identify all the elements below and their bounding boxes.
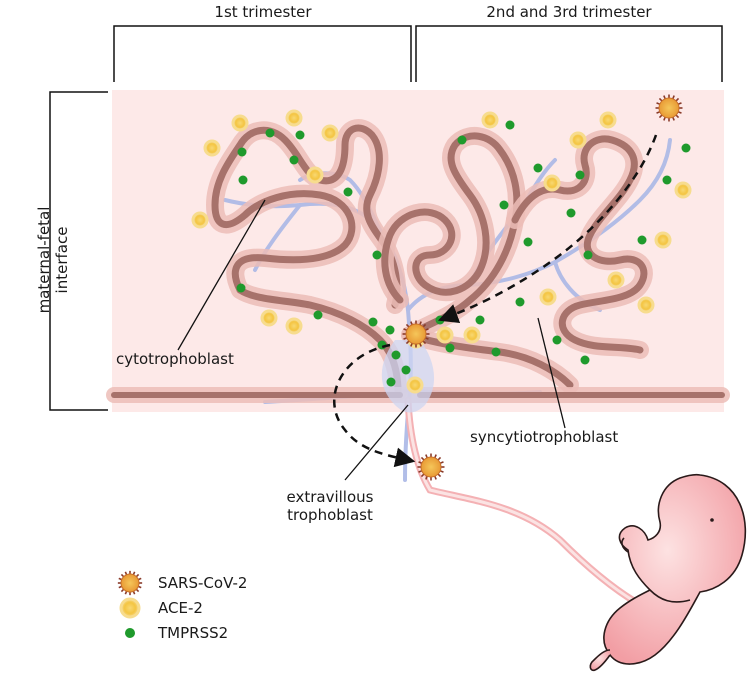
- fetus-illustration: [589, 473, 747, 672]
- tmprss2-marker: [343, 187, 353, 197]
- tmprss2-marker: [583, 250, 593, 260]
- trimester-brackets: [113, 25, 723, 82]
- path-to-fetus-arrow: [333, 343, 416, 468]
- tmprss2-marker: [238, 175, 248, 185]
- ace-2-receptor: [539, 288, 557, 306]
- tmprss2-marker: [491, 347, 501, 357]
- tmprss2-marker: [435, 315, 445, 325]
- sars-cov-2-particle: [402, 320, 430, 348]
- ace-2-receptor: [674, 181, 692, 199]
- tmprss2-marker: [391, 350, 401, 360]
- tmprss2-marker: [515, 297, 525, 307]
- tmprss2-marker: [566, 208, 576, 218]
- cytotrophoblast-label: cytotrophoblast: [116, 350, 234, 368]
- sars-cov-2-legend-virus: [117, 570, 143, 596]
- ace-2-receptor: [191, 211, 209, 229]
- ace-2-receptor: [543, 174, 561, 192]
- ace-2-receptor: [203, 139, 221, 157]
- tmprss2-marker: [475, 315, 485, 325]
- tmprss2-marker: [523, 237, 533, 247]
- tmprss2-marker: [265, 128, 275, 138]
- ace-2-receptor: [607, 271, 625, 289]
- legend-sars-cov-2-text: SARS-CoV-2: [158, 574, 248, 592]
- tmprss2-marker: [313, 310, 323, 320]
- infection-paths: [333, 134, 658, 468]
- tmprss2-marker: [580, 355, 590, 365]
- tmprss2-marker: [637, 235, 647, 245]
- legend-tmprss2: TMPRSS2: [150, 621, 228, 645]
- tmprss2-marker: [681, 143, 691, 153]
- extravillous-pointer: [344, 404, 409, 481]
- tmprss2-marker: [385, 325, 395, 335]
- tmprss2-marker: [575, 170, 585, 180]
- ace-2-receptor: [569, 131, 587, 149]
- ace-2-receptor: [285, 109, 303, 127]
- tmprss2-marker: [445, 343, 455, 353]
- cytotrophoblast-pointer: [177, 199, 266, 351]
- sars-cov-2-legend-icon: [117, 570, 143, 596]
- tmprss2-marker: [386, 377, 396, 387]
- tmprss2-marker: [505, 120, 515, 130]
- first-trimester-bracket: [113, 25, 412, 82]
- sars-cov-2-particle: [655, 94, 683, 122]
- ace-2-receptor: [406, 376, 424, 394]
- tmprss2-legend-icon: [125, 628, 135, 638]
- tmprss2-marker: [662, 175, 672, 185]
- villus-right: [511, 135, 648, 354]
- ace-2-receptor: [285, 317, 303, 335]
- path-to-villus-arrow: [437, 134, 658, 324]
- ace-2-receptors: [191, 109, 692, 394]
- legend-ace-2: ACE-2: [150, 596, 203, 620]
- syncytiotrophoblast-label: syncytiotrophoblast: [470, 428, 619, 446]
- extravillous-trophoblast-label: extravillous trophoblast: [265, 488, 395, 524]
- tmprss2-markers: [236, 120, 691, 387]
- villus-left: [211, 124, 401, 309]
- label-pointers: [177, 199, 566, 481]
- extravillous-line2: trophoblast: [287, 506, 373, 524]
- legend-tmprss2-text: TMPRSS2: [158, 624, 229, 642]
- ace-2-legend-icon: [119, 597, 141, 619]
- later-trimester-bracket: [415, 25, 723, 82]
- ace-2-receptor: [231, 114, 249, 132]
- tmprss2-marker: [499, 200, 509, 210]
- legend-ace-2-text: ACE-2: [158, 599, 203, 617]
- umbilical-cord: [404, 396, 654, 614]
- syncytiotrophoblast-pointer: [537, 317, 566, 429]
- sars-cov-2-particles: [402, 94, 683, 481]
- ace-2-receptor: [599, 111, 617, 129]
- tmprss2-marker: [237, 147, 247, 157]
- tmprss2-marker: [368, 317, 378, 327]
- ace-2-receptor: [463, 326, 481, 344]
- tmprss2-marker: [401, 365, 411, 375]
- tmprss2-marker: [295, 130, 305, 140]
- interface-bracket: [49, 91, 108, 411]
- tmprss2-marker: [552, 335, 562, 345]
- ace-2-receptor: [654, 231, 672, 249]
- tmprss2-marker: [236, 283, 246, 293]
- tmprss2-marker: [289, 155, 299, 165]
- interface-label-line2: interface: [53, 226, 71, 294]
- tmprss2-marker: [372, 250, 382, 260]
- extravillous-line1: extravillous: [286, 488, 374, 506]
- ace-2-receptor: [637, 296, 655, 314]
- ace-2-receptor: [306, 166, 324, 184]
- interface-label-line1: maternal-fetal: [35, 206, 53, 314]
- ace-2-receptor: [481, 111, 499, 129]
- first-trimester-label: 1st trimester: [214, 3, 312, 21]
- ace-2-receptor: [260, 309, 278, 327]
- tmprss2-marker: [533, 163, 543, 173]
- legend-icons: [117, 570, 143, 638]
- tmprss2-marker: [457, 135, 467, 145]
- villus-center: [381, 132, 521, 304]
- later-trimester-label: 2nd and 3rd trimester: [486, 3, 652, 21]
- ace-2-receptor: [436, 326, 454, 344]
- ace-2-receptor: [321, 124, 339, 142]
- legend-sars-cov-2: SARS-CoV-2: [150, 571, 247, 595]
- sars-cov-2-particle: [417, 453, 445, 481]
- maternal-fetal-interface-label: maternal-fetal interface: [8, 190, 98, 330]
